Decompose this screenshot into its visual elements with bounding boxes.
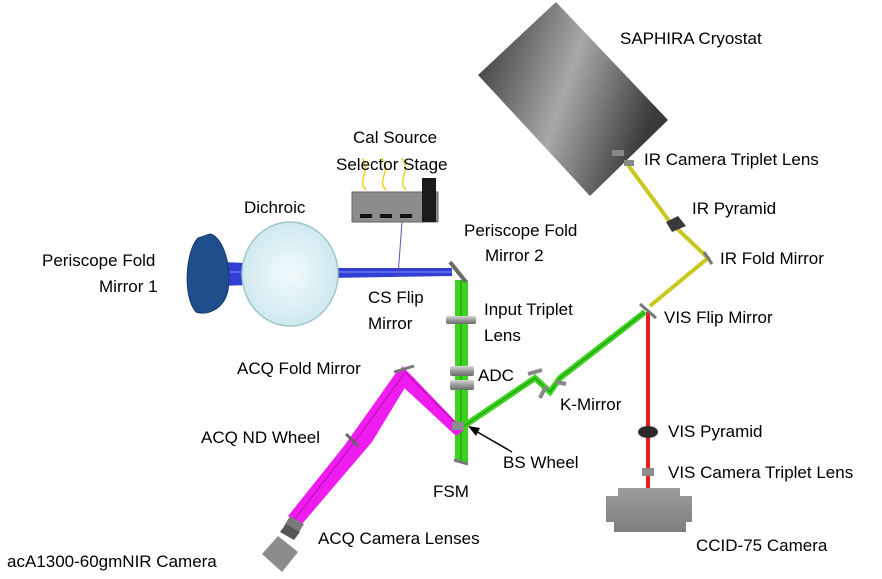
- label-adc: ADC: [478, 366, 514, 385]
- ir-camera-triplet-lens: [612, 150, 634, 166]
- label-vis-camera-triplet-lens: VIS Camera Triplet Lens: [668, 463, 853, 482]
- label-cs-flip-mirror-1: CS Flip: [368, 288, 424, 307]
- dichroic: [241, 221, 339, 327]
- label-vis-pyramid: VIS Pyramid: [668, 422, 762, 441]
- k-mirror: [527, 368, 567, 399]
- acq-beam-path: [288, 366, 464, 524]
- ir-pyramid: [666, 216, 686, 232]
- label-fsm: FSM: [433, 482, 469, 501]
- label-nir-camera: acA1300-60gmNIR Camera: [7, 552, 217, 571]
- label-saphira-cryostat: SAPHIRA Cryostat: [620, 29, 762, 48]
- periscope-fold-mirror-2: [448, 260, 468, 284]
- label-dichroic: Dichroic: [244, 198, 306, 217]
- label-bs-wheel: BS Wheel: [503, 453, 579, 472]
- label-acq-nd-wheel: ACQ ND Wheel: [201, 428, 320, 447]
- saphira-cryostat: [478, 2, 668, 196]
- label-cal-source-1: Cal Source: [353, 128, 437, 147]
- cal-source-selector-stage: [351, 157, 439, 277]
- bs-wheel: [452, 422, 464, 430]
- label-ir-fold-mirror: IR Fold Mirror: [720, 249, 824, 268]
- label-input-triplet-lens-1: Input Triplet: [484, 300, 573, 319]
- periscope-fold-mirror-1: [186, 233, 230, 314]
- nir-camera: [262, 536, 298, 572]
- label-ir-pyramid: IR Pyramid: [692, 199, 776, 218]
- ir-beam-path: [626, 163, 712, 308]
- label-ccid-75-camera: CCID-75 Camera: [696, 536, 828, 555]
- bs-wheel-arrow: [468, 426, 513, 453]
- input-triplet-lens: [446, 316, 476, 324]
- label-acq-camera-lenses: ACQ Camera Lenses: [318, 529, 480, 548]
- vis-flip-mirror: [639, 302, 657, 320]
- adc: [450, 366, 474, 390]
- label-vis-flip-mirror: VIS Flip Mirror: [664, 308, 773, 327]
- acq-nd-wheel: [344, 432, 360, 448]
- fsm: [453, 458, 469, 466]
- acq-fold-mirror: [393, 364, 415, 374]
- vis-pyramid: [638, 426, 658, 438]
- label-periscope-fold-mirror-1-2: Mirror 1: [99, 277, 158, 296]
- label-periscope-fold-mirror-1-1: Periscope Fold: [42, 251, 155, 270]
- label-acq-fold-mirror: ACQ Fold Mirror: [237, 359, 361, 378]
- label-periscope-fold-mirror-2-1: Periscope Fold: [464, 221, 577, 240]
- ir-fold-mirror: [702, 251, 714, 265]
- label-k-mirror: K-Mirror: [560, 395, 622, 414]
- vis-camera-triplet-lens: [642, 468, 654, 476]
- ccid-75-camera: [606, 488, 692, 532]
- label-periscope-fold-mirror-2-2: Mirror 2: [485, 246, 544, 265]
- acq-camera-lenses: [280, 516, 304, 540]
- label-cs-flip-mirror-2: Mirror: [368, 314, 413, 333]
- label-cal-source-2: Selector Stage: [336, 155, 448, 174]
- label-input-triplet-lens-2: Lens: [484, 326, 521, 345]
- label-ir-camera-triplet-lens: IR Camera Triplet Lens: [644, 150, 819, 169]
